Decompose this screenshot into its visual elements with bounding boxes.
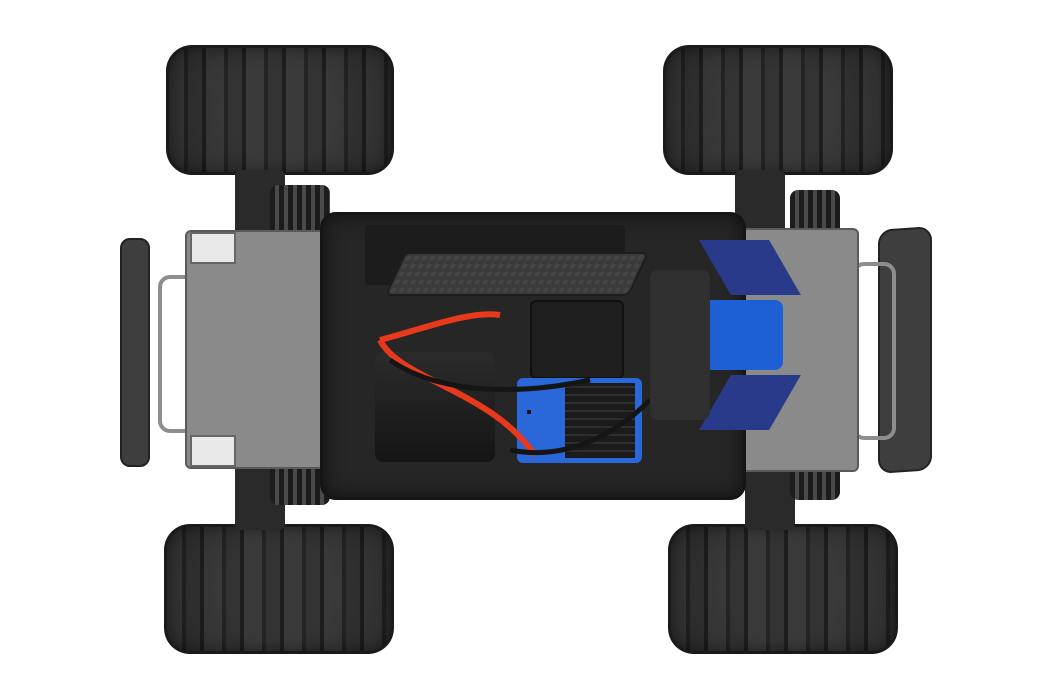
receiver-box: [530, 300, 624, 379]
steering-servo: [703, 300, 783, 370]
front-right-tire: [164, 524, 394, 654]
rear-right-tire: [668, 524, 898, 654]
power-wires: [377, 311, 652, 457]
front-skid-plate: [185, 230, 339, 469]
battery-strap: [384, 252, 650, 296]
rear-left-tire: [663, 45, 893, 175]
rear-diff: [650, 270, 710, 420]
front-plate-window-top: [190, 232, 236, 264]
front-left-tire: [166, 45, 394, 175]
front-bumper: [120, 238, 150, 467]
motor: [375, 352, 495, 462]
front-plate-window-bottom: [190, 435, 236, 467]
